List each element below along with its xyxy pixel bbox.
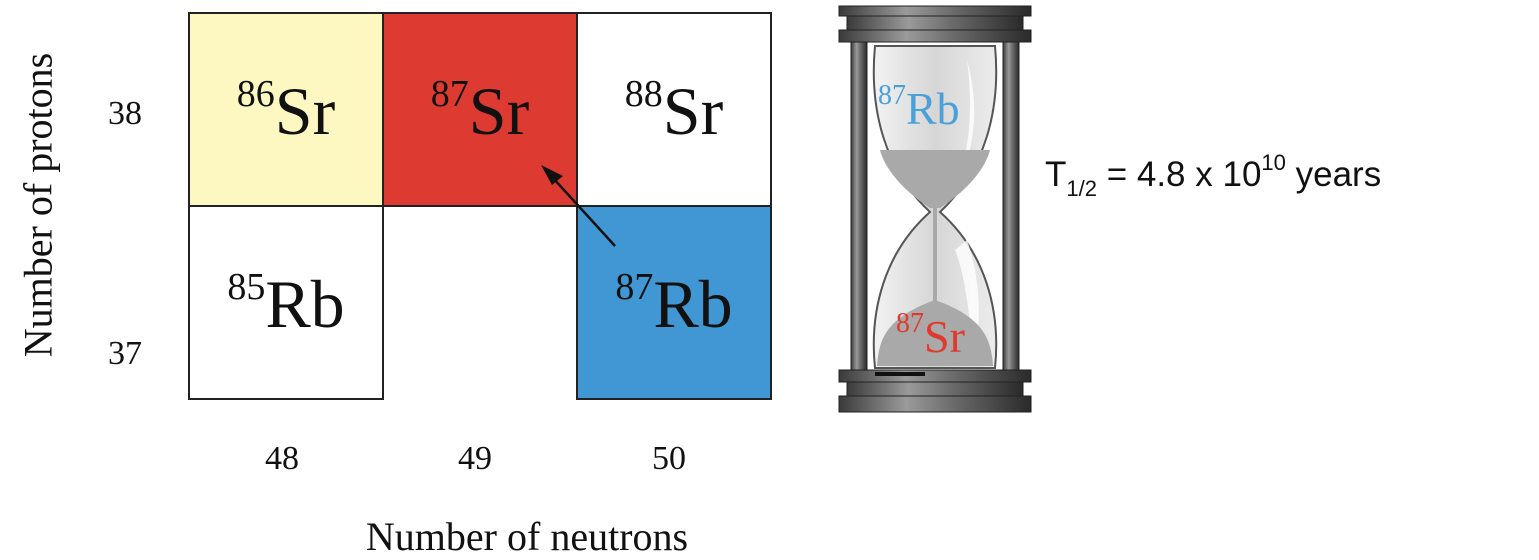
nuclide-cell-sr88: 88Sr: [576, 12, 772, 207]
y-tick-label: 37: [108, 335, 142, 372]
hourglass-bottom-label: 87Sr: [896, 310, 965, 360]
hourglass-icon: [838, 5, 1032, 413]
mass-number: 87: [896, 308, 924, 339]
half-life-exponent: 10: [1261, 150, 1286, 175]
half-life-value: = 4.8 x 10: [1096, 155, 1262, 194]
nuclide-label: 87Rb: [615, 268, 732, 338]
nuclide-label: 87Sr: [431, 75, 529, 145]
nuclide-label: 86Sr: [237, 75, 335, 145]
mass-number: 87: [430, 72, 469, 115]
element-symbol: Rb: [906, 83, 960, 134]
mass-number: 86: [236, 72, 275, 115]
element-symbol: Rb: [265, 265, 345, 342]
nuclide-cell-rb87: 87Rb: [576, 205, 772, 400]
element-symbol: Sr: [468, 72, 530, 149]
half-life-symbol: T: [1045, 155, 1067, 194]
element-symbol: Sr: [662, 72, 724, 149]
element-symbol: Sr: [274, 72, 336, 149]
mass-number: 88: [624, 72, 663, 115]
element-symbol: Rb: [653, 265, 733, 342]
y-tick-label: 38: [108, 95, 142, 132]
half-life-subscript: 1/2: [1066, 176, 1097, 201]
half-life-unit: years: [1285, 155, 1382, 194]
hourglass-top-label: 87Rb: [878, 82, 960, 132]
nuclide-label: 88Sr: [625, 75, 723, 145]
nuclide-cell-rb85: 85Rb: [188, 205, 384, 400]
x-tick-label: 49: [458, 440, 492, 477]
element-symbol: Sr: [924, 311, 965, 362]
mass-number: 87: [878, 80, 906, 111]
nuclide-label: 85Rb: [227, 268, 344, 338]
x-tick-label: 48: [265, 440, 299, 477]
mass-number: 87: [615, 265, 654, 308]
y-axis-label: Number of protons: [15, 52, 61, 358]
nuclide-cell-sr86: 86Sr: [188, 12, 384, 207]
half-life-formula: T1/2 = 4.8 x 1010 years: [1045, 150, 1381, 202]
mass-number: 85: [227, 265, 266, 308]
x-axis-label: Number of neutrons: [365, 514, 689, 559]
nuclide-cell-sr87: 87Sr: [382, 12, 578, 207]
x-tick-label: 50: [652, 440, 686, 477]
